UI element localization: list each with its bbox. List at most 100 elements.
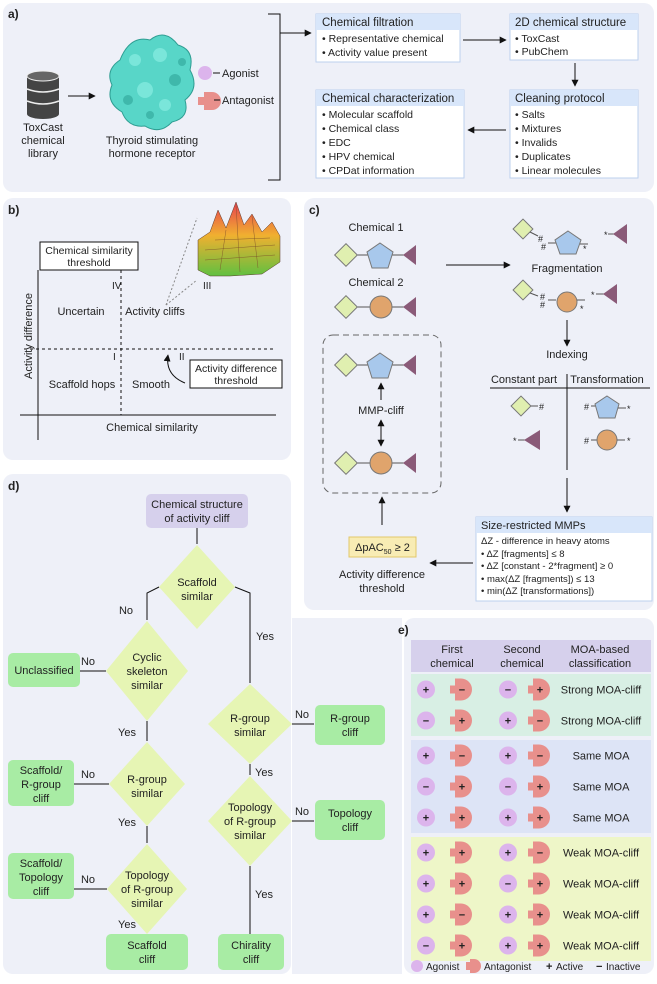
activity-symbol: + [537,782,543,794]
svg-text:Topology: Topology [19,872,64,884]
panel-b-label: b) [8,203,19,217]
activity-symbol: + [423,879,429,891]
svg-text:No: No [81,874,95,886]
antagonist-icon [450,872,472,895]
svg-text:−: − [596,961,602,973]
cleaning-item: • Linear molecules [515,165,601,177]
agonist-icon [499,843,517,862]
antagonist-icon [528,872,550,895]
activity-landscape-image [197,201,281,277]
svg-text:No: No [119,605,133,617]
legend-agonist: Agonist [426,962,460,973]
panel-e: e) First chemical Second chemical MOA-ba… [398,618,654,974]
panel-d: d) Chemical structure of activity cliff … [3,474,402,974]
activity-symbol: − [459,751,465,763]
agonist-icon [417,711,435,730]
delta-pac50-box [348,536,417,558]
panel-a: a) ToxCast chemical library Thyroid stim… [3,3,654,192]
antagonist-icon [528,709,550,732]
activity-symbol: + [459,879,465,891]
svg-text:of R-group: of R-group [224,816,276,828]
sim-threshold-1: Chemical similarity [45,245,133,257]
x-axis-label: Chemical similarity [106,422,198,434]
act-threshold-1: Activity difference [195,363,277,375]
svg-text:Cyclic: Cyclic [132,652,162,664]
panel-a-label: a) [8,7,19,21]
agonist-icon [499,808,517,827]
mmps-item: • ΔZ [constant - 2*fragment] ≥ 0 [481,561,613,572]
table-row: ++−+Weak MOA-cliff [417,872,640,895]
receptor-label-1: Thyroid stimulating [106,135,198,147]
antagonist-icon [528,934,550,957]
svg-text:similar: similar [234,727,266,739]
mmps-item: ΔZ - difference in heavy atoms [481,536,610,547]
protein-icon [109,34,195,131]
agonist-icon [499,680,517,699]
svg-text:Yes: Yes [118,919,136,931]
panel-c: c) Chemical 1 Chemical 2 # # * [304,198,654,610]
svg-text:#: # [541,242,546,252]
panel-e-label: e) [398,623,409,637]
svg-text:*: * [591,290,595,300]
database-icon [26,70,60,119]
svg-text:Unclassified: Unclassified [14,665,73,677]
decision-rgroup-right [208,684,292,764]
legend-antagonist: Antagonist [484,962,531,973]
characterization-title: Chemical characterization [322,93,454,105]
activity-symbol: − [537,751,543,763]
cleaning-item: • Invalids [515,137,557,149]
svg-text:cliff: cliff [139,954,156,966]
structure-item: • ToxCast [515,33,559,45]
mmps-item: • max(ΔZ [fragments]) ≤ 13 [481,574,595,585]
moa-classification: Same MOA [573,813,631,825]
panel-c-label: c) [309,203,320,217]
filtration-item: • Activity value present [322,47,427,59]
filtration-box: Chemical filtration • Representative che… [315,13,461,63]
antagonist-icon [528,841,550,864]
svg-text:R-group: R-group [127,774,167,786]
row-group-strong [411,674,651,736]
activity-symbol: − [459,910,465,922]
constant-parts: # * [510,395,544,450]
cleaning-item: • Duplicates [515,151,571,163]
agonist-icon [417,905,435,924]
leaf-scaffold-cliff [106,934,188,970]
activity-symbol: + [505,751,511,763]
agonist-icon [417,843,435,862]
activity-symbol: + [459,848,465,860]
antagonist-icon [528,744,550,767]
svg-text:#: # [584,402,589,412]
quadrant-iv: IV [112,281,122,292]
row-group-weak [411,837,651,961]
svg-text:First: First [441,644,462,656]
svg-text:cliff: cliff [342,727,359,739]
characterization-box: Chemical characterization • Molecular sc… [315,89,465,179]
fragmented-chemical-1: # # * * [512,218,627,255]
svg-text:Yes: Yes [256,631,274,643]
activity-symbol: + [423,813,429,825]
svg-text:similar: similar [181,591,213,603]
antagonist-icon [528,903,550,926]
svg-text:*: * [627,404,631,414]
activity-symbol: + [423,751,429,763]
svg-text:Scaffold: Scaffold [127,940,167,952]
mmps-item: • ΔZ [fragments] ≤ 8 [481,549,565,560]
delta-pac50-label: ΔpAC50 ≥ 2 [355,542,410,556]
cliffs-label: Activity cliffs [125,306,185,318]
activity-symbol: + [537,813,543,825]
table-rows: +−−+Strong MOA-cliff−++−Strong MOA-cliff… [411,674,651,961]
activity-symbol: + [459,941,465,953]
scaffold-hops-label: Scaffold hops [49,379,116,391]
quadrant-iii: III [203,281,211,292]
svg-text:Scaffold/: Scaffold/ [20,765,64,777]
characterization-item: • CPDat information [322,165,415,177]
library-label-1: ToxCast [23,122,63,134]
chemical-2-structure [333,294,416,320]
svg-text:cliff: cliff [33,886,50,898]
table-row: −+++Weak MOA-cliff [417,934,640,957]
antagonist-icon [450,709,472,732]
moa-classification: Weak MOA-cliff [563,941,640,953]
activity-symbol: + [537,685,543,697]
table-row: −+−+Same MOA [417,775,630,798]
